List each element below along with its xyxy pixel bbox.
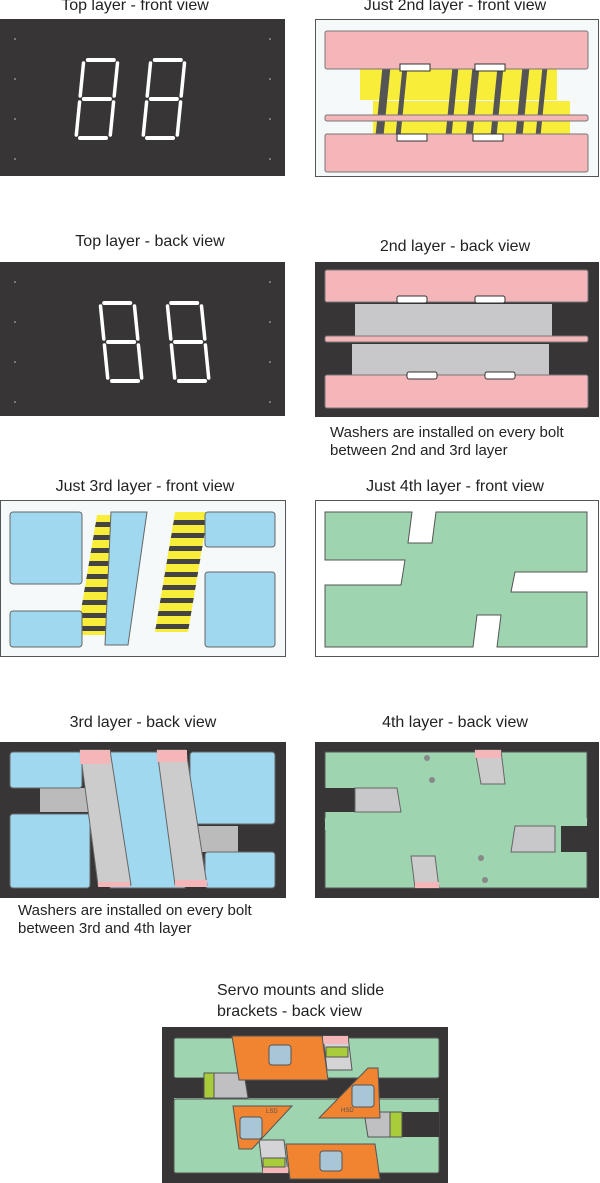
4th-layer-back-diagram	[315, 742, 599, 898]
bolt-hole	[269, 361, 271, 363]
bolt-hole	[14, 158, 16, 160]
segment-stripe	[162, 585, 196, 590]
title-servo-mounts: Servo mounts and slide brackets - back vi…	[217, 980, 384, 1022]
segment-stripe	[173, 520, 207, 525]
bolt-hole	[14, 38, 16, 40]
title-4th-back: 4th layer - back view	[382, 714, 528, 731]
bolt-hole	[14, 281, 16, 283]
title-line: brackets - back view	[217, 1003, 362, 1020]
segment-stripe	[81, 600, 113, 605]
bolt-hole	[14, 361, 16, 363]
servo-mounts-back-diagram: LSD HSD	[162, 1027, 448, 1183]
led-segment	[78, 61, 86, 98]
lsd-label: LSD	[266, 1109, 278, 1115]
segment-stripe	[155, 624, 190, 629]
caption-line: Washers are installed on every bolt	[330, 424, 564, 441]
segment-stripe	[168, 546, 203, 551]
bolt-hole	[14, 118, 16, 120]
2nd-layer-back-diagram	[315, 262, 599, 417]
bolt-hole	[269, 321, 271, 323]
led-segment	[145, 61, 153, 98]
title-2nd-back: 2nd layer - back view	[379, 238, 531, 255]
led-segment	[74, 100, 82, 137]
led-segment	[112, 61, 120, 98]
segment-stripe	[157, 611, 192, 616]
bolt-hole	[269, 401, 271, 403]
bolt-hole	[14, 401, 16, 403]
bolt-hole	[269, 38, 271, 40]
segment-stripe	[79, 613, 111, 618]
led-segment	[199, 304, 207, 341]
segment-stripe	[159, 598, 194, 603]
4th-layer-front-diagram	[315, 500, 599, 657]
led-segment	[165, 304, 173, 341]
title-4th-front: Just 4th layer - front view	[366, 478, 544, 495]
led-segment	[108, 100, 116, 137]
title-3rd-back: 3rd layer - back view	[69, 714, 217, 731]
title-line: Servo mounts and slide	[217, 982, 385, 999]
hsd-label: HSD	[341, 1108, 354, 1114]
top-layer-front-diagram	[0, 19, 285, 176]
bolt-hole	[14, 78, 16, 80]
bolt-hole	[269, 78, 271, 80]
bolt-hole	[269, 281, 271, 283]
bolt-hole	[269, 118, 271, 120]
segment-stripe	[170, 533, 205, 538]
3rd-layer-front-diagram	[0, 500, 286, 657]
bolt-hole	[269, 158, 271, 160]
led-segment	[169, 343, 177, 380]
led-segment	[179, 61, 187, 98]
led-segment	[102, 343, 110, 380]
title-top-back: Top layer - back view	[75, 233, 225, 250]
title-2nd-front: Just 2nd layer - front view	[363, 0, 547, 14]
3rd-layer-back-diagram	[0, 742, 286, 898]
caption-line: Washers are installed on every bolt	[18, 902, 252, 919]
title-top-front: Top layer - front view	[61, 0, 209, 14]
caption-line: between 2nd and 3rd layer	[330, 442, 508, 459]
segment-stripe	[164, 572, 199, 577]
bolt-hole	[14, 321, 16, 323]
2nd-layer-front-diagram	[315, 19, 599, 177]
led-segment	[132, 304, 140, 341]
caption-line: between 3rd and 4th layer	[18, 920, 192, 937]
segment-stripe	[77, 626, 109, 631]
led-segment	[175, 100, 183, 137]
led-segment	[136, 343, 144, 380]
segment-stripe	[166, 559, 201, 564]
led-segment	[98, 304, 106, 341]
led-segment	[141, 100, 149, 137]
led-segment	[203, 343, 211, 380]
title-3rd-front: Just 3rd layer - front view	[55, 478, 235, 495]
top-layer-back-diagram	[0, 262, 285, 416]
